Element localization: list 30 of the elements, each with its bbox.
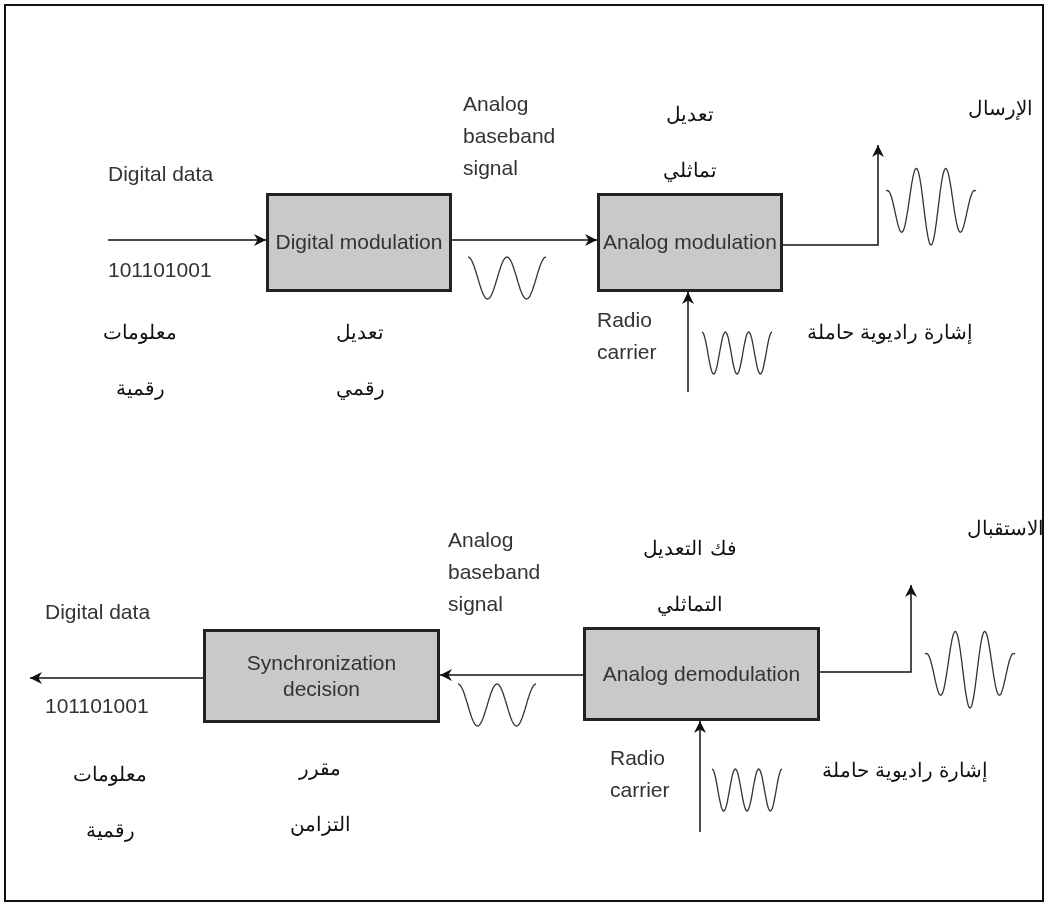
arrow <box>107 234 267 246</box>
process-box: Digital modulation <box>266 193 452 292</box>
arrow <box>29 672 204 684</box>
arabic-label: معلومات رقمية <box>102 319 178 402</box>
arrow <box>439 669 584 681</box>
process-box: Analog demodulation <box>583 627 820 721</box>
arabic-label: إشارة راديوية حاملة <box>820 757 990 784</box>
text-label: Digital data <box>45 599 152 625</box>
arrow <box>782 144 884 246</box>
arabic-label: تعديل تماثلي <box>662 101 718 184</box>
arabic-label: مقرر التزامن <box>288 755 352 838</box>
arabic-label: تعديل رقمي <box>334 319 386 402</box>
arrow <box>819 584 917 673</box>
text-label: Radio carrier <box>597 307 658 365</box>
text-label: 101101001 <box>108 257 213 283</box>
arrow <box>451 234 598 246</box>
arabic-label: الإرسال <box>966 95 1034 122</box>
arabic-label: فك التعديل التماثلي <box>642 535 738 618</box>
arabic-label: الاستقبال <box>965 515 1045 542</box>
text-label: Radio carrier <box>610 745 671 803</box>
arabic-label: إشارة راديوية حاملة <box>805 319 975 346</box>
process-box: Synchronization decision <box>203 629 440 723</box>
text-label: Analog baseband signal <box>463 91 557 181</box>
process-box: Analog modulation <box>597 193 783 292</box>
arabic-label: معلومات رقمية <box>72 761 148 844</box>
arrow <box>694 720 706 833</box>
text-label: Analog baseband signal <box>448 527 542 617</box>
text-label: Digital data <box>108 161 215 187</box>
arrow <box>682 291 694 393</box>
text-label: 101101001 <box>45 693 150 719</box>
